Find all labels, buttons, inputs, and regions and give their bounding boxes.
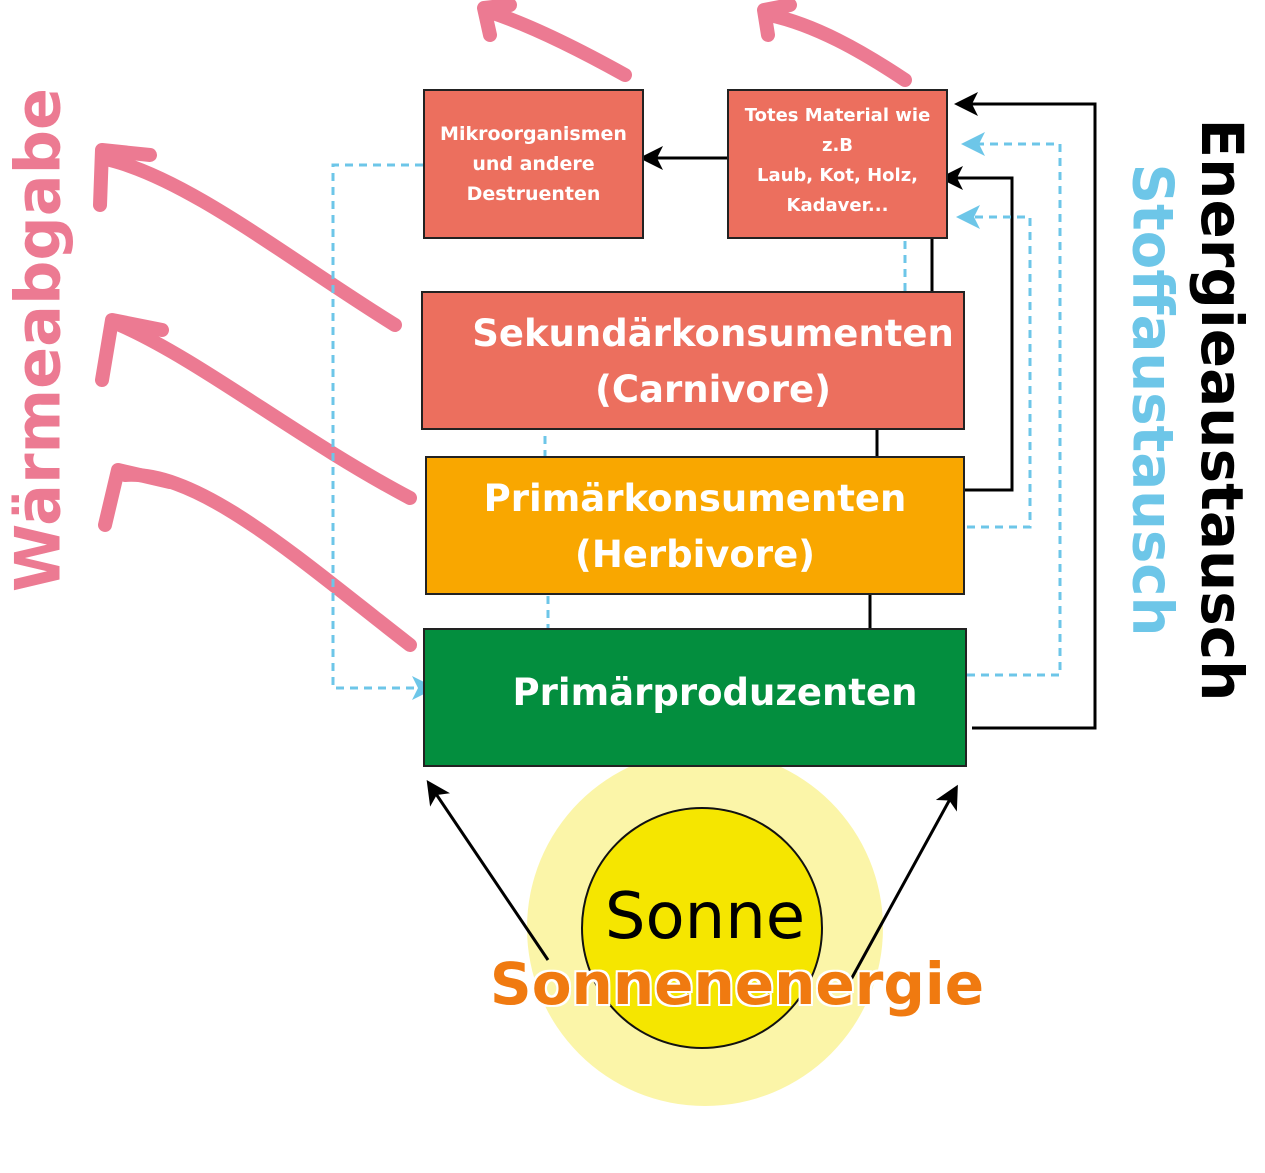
heat-arrow-1 (118, 467, 417, 652)
destruenten-line-3: Destruenten (466, 183, 601, 205)
primaerproduzenten-line-1: Primärproduzenten (512, 670, 918, 714)
sun-arrow-right (846, 784, 958, 986)
matter-line-micro-to-prod (331, 163, 436, 700)
box-sekundaerkonsumenten: Sekundärkonsumenten (Carnivore) (421, 291, 965, 430)
destruenten-line-1: Mikroorganismen (440, 123, 627, 145)
matter-line-prod-to-dead (961, 132, 1062, 677)
sun-energy-label: Sonnenenergie (489, 950, 985, 1018)
heat-arrow-3-head (93, 143, 157, 212)
heat-arrow-3 (103, 153, 402, 332)
matter-line-prim-to-dead (956, 205, 1032, 529)
heat-arrow-4-head (477, 0, 517, 42)
heat-arrow-2 (113, 318, 417, 505)
heat-arrow-5-head (757, 0, 797, 42)
box-totes-material: Totes Material wie z.B Laub, Kot, Holz, … (727, 89, 948, 239)
heat-arrow-1-head (98, 463, 177, 532)
sun-name: Sonne (604, 880, 806, 954)
primaerkonsumenten-line-1: Primärkonsumenten (483, 476, 907, 520)
energy-line-prim-to-dead (939, 166, 1014, 492)
label-energieaustausch: Energieaustausch (1188, 118, 1256, 702)
box-primaerkonsumenten: Primärkonsumenten (Herbivore) (425, 456, 965, 595)
heat-arrows (93, 0, 912, 652)
sekundaer-line-2: (Carnivore) (594, 367, 832, 411)
totes-material-line-2: z.B (821, 135, 854, 156)
sun-arrow-left (426, 780, 550, 961)
totes-material-line-1: Totes Material wie (744, 105, 931, 126)
sun-core (581, 807, 823, 1049)
totes-material-line-3: Laub, Kot, Holz, (756, 165, 919, 186)
box-primaerproduzenten: Primärproduzenten (423, 628, 967, 767)
label-stoffaustausch: Stoffaustausch (1119, 163, 1185, 637)
label-waermeabgabe: Wärmeabgabe (1, 87, 75, 593)
totes-material-line-4: Kadaver... (786, 195, 889, 216)
destruenten-line-2: und andere (472, 153, 595, 175)
sekundaer-line-1: Sekundärkonsumenten (472, 311, 954, 355)
heat-arrow-4 (483, 5, 632, 82)
energy-line-prod-to-dead (954, 92, 1097, 730)
heat-arrow-2-head (95, 313, 169, 387)
primaerkonsumenten-line-2: (Herbivore) (574, 532, 816, 576)
box-destruenten: Mikroorganismen und andere Destruenten (423, 89, 644, 239)
heat-arrow-5 (763, 8, 912, 87)
